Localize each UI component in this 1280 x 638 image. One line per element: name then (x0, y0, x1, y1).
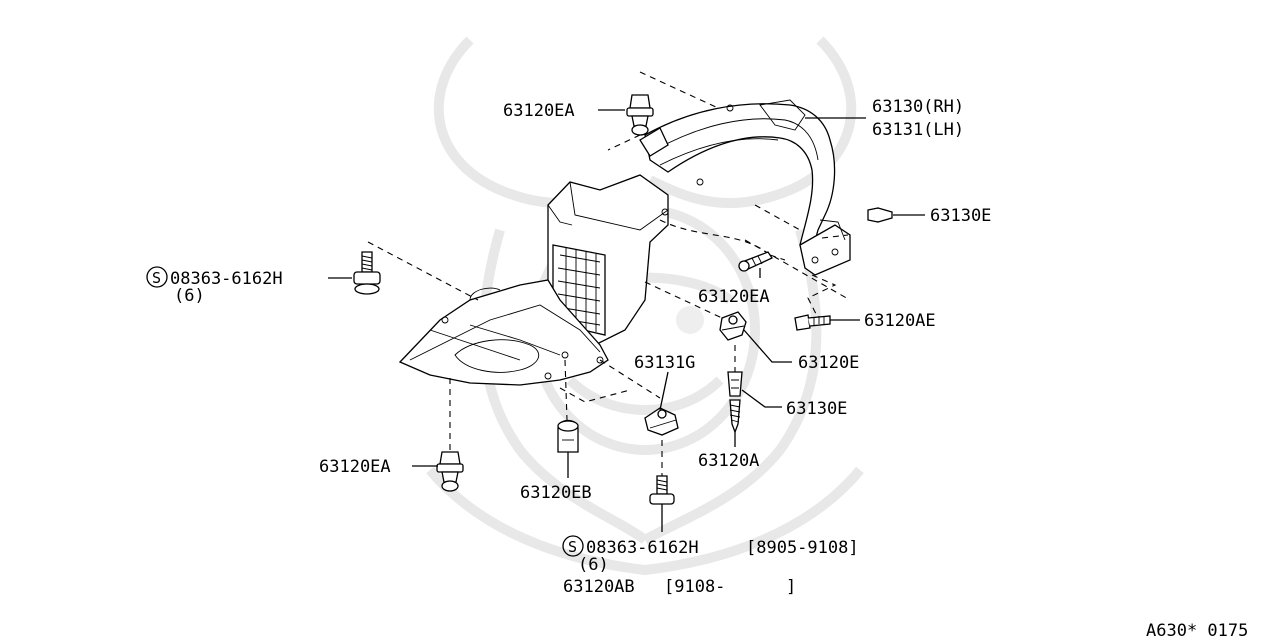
bolt-63120ae-icon (794, 314, 831, 331)
label-63120ab: 63120AB (563, 577, 635, 597)
label-63120ae: 63120AE (864, 311, 936, 331)
screw-63120a-icon (729, 399, 741, 434)
leader-lines (328, 109, 925, 532)
bolt-08363-bottom-icon (649, 475, 675, 505)
installation-guide-lines (367, 71, 851, 480)
clip-63120ea-top-icon (626, 94, 654, 136)
figure-code: A630* 0175 (1146, 621, 1248, 638)
clip-63120ea-mid-icon (738, 251, 773, 272)
label-63131-lh: 63131(LH) (872, 120, 964, 140)
fender-protector-liner (398, 99, 851, 386)
clip-63120eb-icon (557, 419, 579, 453)
label-63130e-right: 63130E (930, 206, 991, 226)
grommet-63130e-lower-icon (727, 371, 743, 397)
label-08363-left-qty: (6) (174, 286, 205, 306)
label-63120ab-range: [9108- (664, 577, 725, 597)
clip-63130e-right-icon (867, 207, 893, 223)
clip-63120e-icon (719, 311, 747, 341)
label-63120ea-top: 63120EA (503, 101, 575, 121)
label-08363-bottom: 08363-6162H (586, 538, 699, 558)
standard-part-marker-bottom: S (562, 535, 584, 557)
part-labels: 63120EA 63130(RH) 63131(LH) 63130E S 083… (146, 97, 1248, 638)
bolt-08363-left-icon (353, 251, 381, 295)
label-08363-bottom-range: [8905-9108] (746, 538, 859, 558)
label-63120eb: 63120EB (520, 483, 592, 503)
label-63120ab-range-end: ] (786, 577, 796, 597)
standard-part-marker-left: S (146, 266, 168, 288)
standard-part-symbol: S (568, 538, 577, 556)
label-08363-bottom-qty: (6) (578, 555, 609, 575)
label-63120e: 63120E (798, 353, 859, 373)
label-08363-left: 08363-6162H (170, 269, 283, 289)
standard-part-symbol: S (152, 269, 161, 287)
label-63120ea-bottom: 63120EA (319, 457, 391, 477)
label-63130-rh: 63130(RH) (872, 97, 964, 117)
clip-63120ea-bottom-icon (436, 451, 464, 492)
label-63120ea-mid: 63120EA (698, 287, 770, 307)
label-63120a: 63120A (698, 451, 759, 471)
label-63131g: 63131G (634, 353, 695, 373)
label-63130e-lower: 63130E (786, 399, 847, 419)
